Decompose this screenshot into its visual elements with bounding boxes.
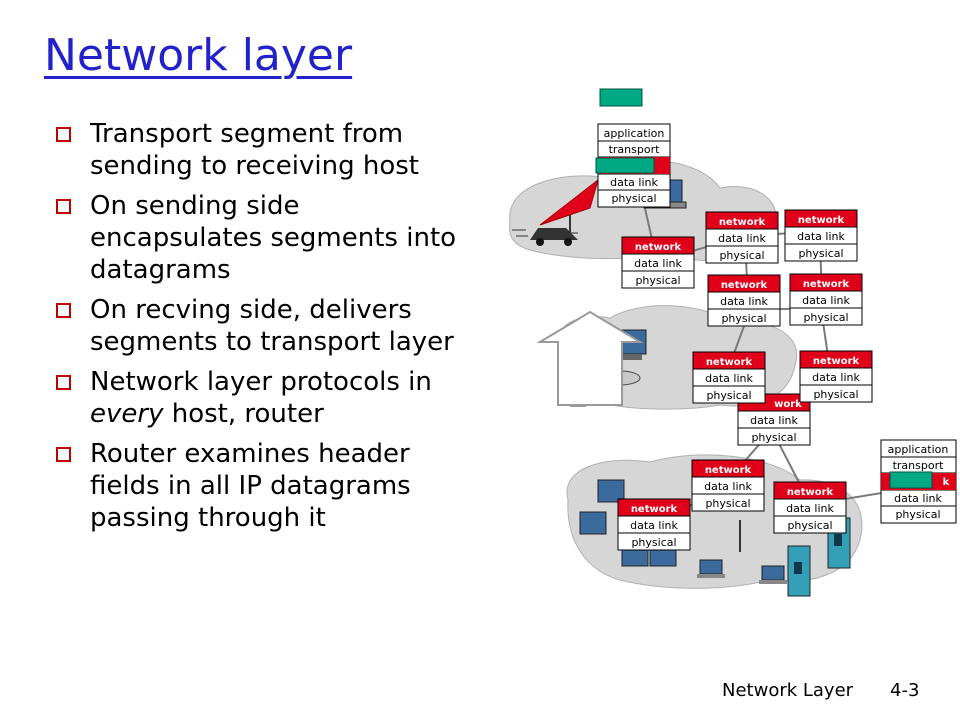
layer-label: data link [894,492,942,505]
slide-title: Network layer [44,30,353,81]
router-stack: network data link physical [707,274,781,327]
svg-text:network: network [787,487,834,498]
svg-text:network: network [721,280,768,291]
svg-text:physical: physical [721,312,766,325]
svg-text:network: network [798,215,845,226]
svg-text:physical: physical [631,536,676,549]
bullet-item: On recving side, delivers segments to tr… [56,294,476,358]
layer-label: physical [611,192,656,205]
svg-text:physical: physical [813,388,858,401]
router-stack: network data link physical [799,350,873,403]
callout-wedge [539,178,599,226]
layer-label: k [943,477,950,488]
layer-label: application [604,127,665,140]
bullet-list: Transport segment from sending to receiv… [56,118,476,542]
router-stack: network data link physical [705,211,779,264]
router-stack: work data link physical [737,393,811,446]
page-number: 4-3 [890,680,920,701]
bullet-item: Transport segment from sending to receiv… [56,118,476,182]
svg-text:data link: data link [750,414,798,427]
svg-text:data link: data link [718,232,766,245]
segment-block [595,157,655,174]
layer-label: transport [893,459,945,472]
svg-text:data link: data link [720,295,768,308]
svg-text:physical: physical [719,249,764,262]
layer-label: data link [610,176,658,189]
svg-text:data link: data link [812,371,860,384]
svg-text:physical: physical [706,389,751,402]
svg-text:data link: data link [802,294,850,307]
router-stack: network data link physical [773,481,847,534]
layer-label: transport [609,143,661,156]
desktop-computer-icon [597,479,625,503]
laptop-icon [759,565,787,584]
svg-text:network: network [803,279,850,290]
bullet-item: Network layer protocols in every host, r… [56,366,476,430]
layer-label: physical [895,508,940,521]
svg-text:data link: data link [797,230,845,243]
svg-text:physical: physical [803,311,848,324]
svg-text:data link: data link [634,257,682,270]
segment-block [889,471,933,489]
desktop-computer-icon [579,511,607,535]
router-stack: network data link physical [692,351,766,404]
layer-label: application [888,443,949,456]
router-stack: network data link physical [784,209,858,262]
svg-text:physical: physical [635,274,680,287]
car-icon [512,228,578,246]
bullet-square-icon [56,447,71,462]
laptop-icon [697,559,725,578]
segment-block [599,88,643,107]
svg-text:physical: physical [751,431,796,444]
router-stack: network data link physical [789,273,863,326]
host-protocol-stack: application transport k data link physic… [880,439,957,524]
router-stack: network data link physical [691,459,765,512]
router-stack: network data link physical [617,498,691,551]
svg-text:network: network [813,356,860,367]
bullet-item: Router examines header fields in all IP … [56,438,476,534]
svg-text:physical: physical [787,519,832,532]
svg-text:data link: data link [630,519,678,532]
bullet-square-icon [56,375,71,390]
svg-text:physical: physical [705,497,750,510]
svg-text:network: network [719,217,766,228]
svg-text:data link: data link [705,372,753,385]
svg-text:physical: physical [798,247,843,260]
router-stack: network data link physical [621,236,695,289]
svg-text:network: network [635,242,682,253]
svg-text:data link: data link [704,480,752,493]
up-arrow-icon [536,310,644,406]
bullet-square-icon [56,127,71,142]
footer-chapter: Network Layer [722,680,854,701]
svg-text:work: work [774,399,802,410]
svg-text:network: network [706,357,753,368]
svg-text:network: network [631,504,678,515]
server-icon [787,545,811,597]
svg-text:data link: data link [786,502,834,515]
host-protocol-stack: application transport data link physical [595,123,671,208]
bullet-item: On sending side encapsulates segments in… [56,190,476,286]
bullet-square-icon [56,303,71,318]
svg-text:network: network [705,465,752,476]
bullet-square-icon [56,199,71,214]
